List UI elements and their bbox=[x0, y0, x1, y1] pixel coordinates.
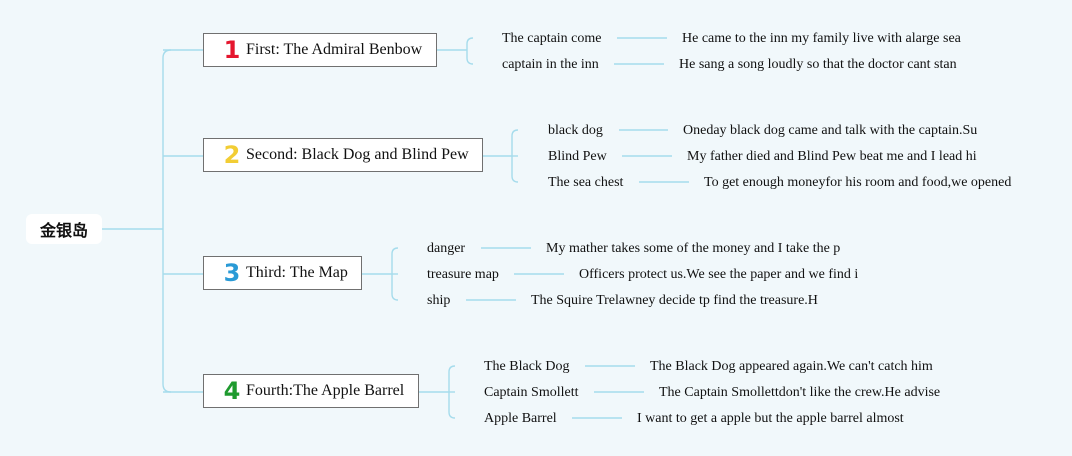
chapter-node-4[interactable]: 4 Fourth:The Apple Barrel bbox=[203, 374, 419, 408]
topic-detail[interactable]: Oneday black dog came and talk with the … bbox=[683, 123, 978, 138]
chapter-node-1[interactable]: 1 First: The Admiral Benbow bbox=[203, 33, 437, 67]
chapter-number-1: 1 bbox=[223, 36, 241, 64]
topic-detail[interactable]: My mather takes some of the money and I … bbox=[546, 241, 841, 256]
topic-detail[interactable]: Officers protect us.We see the paper and… bbox=[579, 267, 859, 282]
topic-detail[interactable]: He sang a song loudly so that the doctor… bbox=[679, 57, 957, 72]
chapter-number-2: 2 bbox=[223, 141, 241, 169]
topic-detail[interactable]: I want to get a apple but the apple barr… bbox=[637, 411, 904, 426]
chapter-number-3: 3 bbox=[223, 259, 241, 287]
chapter-node-2[interactable]: 2 Second: Black Dog and Blind Pew bbox=[203, 138, 483, 172]
topic-label[interactable]: The captain come bbox=[502, 31, 602, 46]
root-label: 金银岛 bbox=[39, 221, 88, 240]
topic-bracket bbox=[466, 37, 474, 65]
topic-label[interactable]: The Black Dog bbox=[484, 359, 570, 374]
chapter-title-3: Third: The Map bbox=[246, 264, 348, 281]
topic-detail[interactable]: The Squire Trelawney decide tp find the … bbox=[531, 293, 818, 308]
chapter-title-1: First: The Admiral Benbow bbox=[246, 41, 423, 58]
trunk-line bbox=[162, 49, 172, 393]
topic-label[interactable]: danger bbox=[427, 241, 466, 256]
topic-label[interactable]: Apple Barrel bbox=[484, 411, 557, 426]
topic-detail[interactable]: The Black Dog appeared again.We can't ca… bbox=[650, 359, 933, 374]
topic-label[interactable]: ship bbox=[427, 293, 451, 308]
topic-detail[interactable]: The Captain Smollettdon't like the crew.… bbox=[659, 385, 941, 400]
topic-label[interactable]: The sea chest bbox=[548, 175, 624, 190]
topic-label[interactable]: captain in the inn bbox=[502, 57, 599, 72]
chapter-title-4: Fourth:The Apple Barrel bbox=[246, 382, 405, 399]
chapter-number-4: 4 bbox=[223, 377, 241, 405]
topic-detail[interactable]: My father died and Blind Pew beat me and… bbox=[687, 149, 977, 164]
chapter-title-2: Second: Black Dog and Blind Pew bbox=[246, 146, 469, 163]
topic-label[interactable]: black dog bbox=[548, 123, 603, 138]
topic-label[interactable]: Blind Pew bbox=[548, 149, 607, 164]
topic-detail[interactable]: To get enough moneyfor his room and food… bbox=[704, 175, 1012, 190]
topic-detail[interactable]: He came to the inn my family live with a… bbox=[682, 31, 961, 46]
topic-label[interactable]: treasure map bbox=[427, 267, 499, 282]
topic-label[interactable]: Captain Smollett bbox=[484, 385, 579, 400]
chapter-node-3[interactable]: 3 Third: The Map bbox=[203, 256, 362, 290]
root-node[interactable]: 金银岛 bbox=[26, 214, 102, 244]
